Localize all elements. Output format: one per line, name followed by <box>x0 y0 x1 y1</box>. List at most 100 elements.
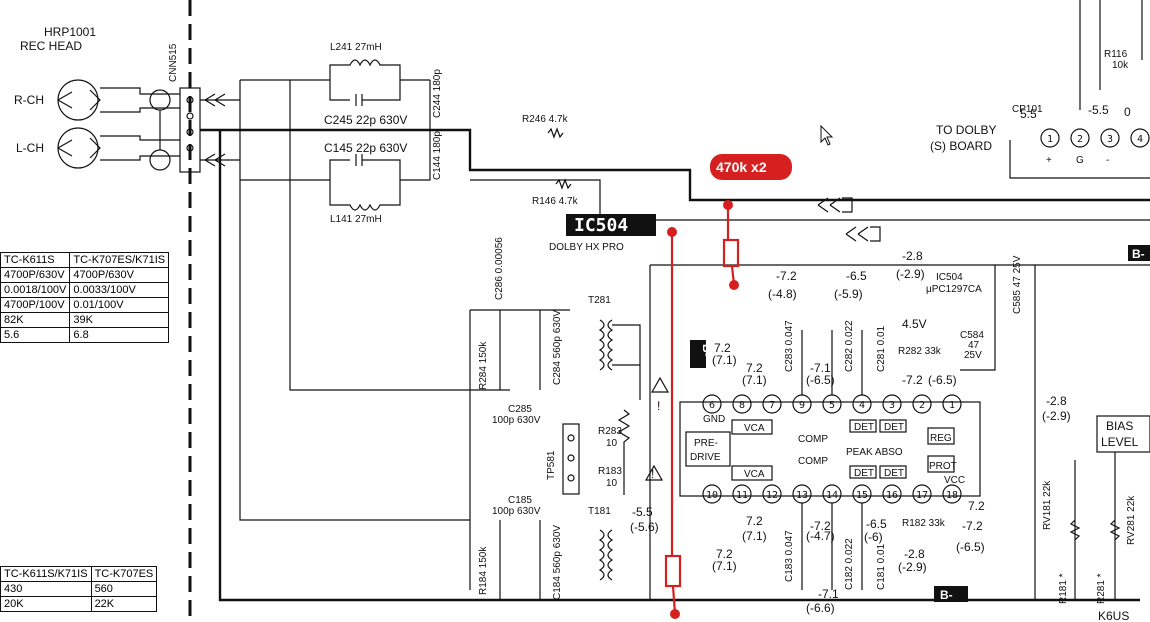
svg-text:4: 4 <box>1137 134 1143 145</box>
svg-text:GND: GND <box>703 414 725 425</box>
r246-label: R246 4.7k <box>522 114 569 125</box>
svg-text:(-4.8): (-4.8) <box>768 287 797 301</box>
svg-text:7.2: 7.2 <box>968 499 985 513</box>
l141-c145-network: C145 22p 630V C144 180p L141 27mH <box>324 130 443 225</box>
svg-text:DET: DET <box>884 422 904 433</box>
svg-text:10: 10 <box>606 438 618 449</box>
svg-text:9: 9 <box>799 400 805 411</box>
svg-text:μPC1297CA: μPC1297CA <box>926 284 982 295</box>
svg-text:-5.5: -5.5 <box>1088 103 1109 117</box>
svg-text:(-6.5): (-6.5) <box>806 373 835 387</box>
svg-text:-7.2: -7.2 <box>962 519 983 533</box>
svg-text:17: 17 <box>916 490 928 501</box>
svg-text:R183: R183 <box>598 466 622 477</box>
svg-text:R283: R283 <box>598 426 622 437</box>
annotation-label: 470k x2 <box>716 159 767 175</box>
svg-text:C282 0.022: C282 0.022 <box>844 320 855 372</box>
svg-text:DET: DET <box>884 468 904 479</box>
svg-text:BIAS: BIAS <box>1106 419 1133 433</box>
svg-text:3: 3 <box>889 400 895 411</box>
svg-text:DET: DET <box>854 422 874 433</box>
svg-text:-7.2: -7.2 <box>776 269 797 283</box>
svg-text:15: 15 <box>856 490 868 501</box>
svg-text:C284 560p 630V: C284 560p 630V <box>552 310 563 385</box>
svg-text:B-: B- <box>1132 247 1145 261</box>
svg-text:-5.5: -5.5 <box>632 505 653 519</box>
svg-text:C181 0.01: C181 0.01 <box>876 543 887 590</box>
t281-transformer: T281 <box>469 295 641 590</box>
svg-text:100p 630V: 100p 630V <box>492 506 541 517</box>
ic-subtitle: DOLBY HX PRO <box>549 242 624 253</box>
svg-text:7: 7 <box>769 400 775 411</box>
svg-text:G: G <box>1076 155 1084 166</box>
svg-text:B-: B- <box>700 344 714 357</box>
svg-text:2: 2 <box>919 400 925 411</box>
svg-text:7.2: 7.2 <box>746 361 763 375</box>
svg-text:VCC: VCC <box>944 475 965 486</box>
svg-text:C183 0.047: C183 0.047 <box>784 530 795 582</box>
rec-head: HRP1001 REC HEAD R-CH L-CH <box>14 25 180 171</box>
warning-icon <box>650 376 670 393</box>
svg-text:-2.8: -2.8 <box>904 547 925 561</box>
r-ch-label: R-CH <box>14 93 44 107</box>
svg-text:-2.8: -2.8 <box>902 249 923 263</box>
svg-text:-7.2: -7.2 <box>902 373 923 387</box>
svg-text:C585 47 25V: C585 47 25V <box>1012 255 1023 314</box>
svg-text:(-2.9): (-2.9) <box>896 267 925 281</box>
svg-text:(-6.5): (-6.5) <box>928 373 957 387</box>
svg-text:-: - <box>1106 155 1109 166</box>
svg-text:C584: C584 <box>960 330 984 341</box>
ic504-label-box <box>566 214 656 236</box>
svg-text:7.2: 7.2 <box>714 341 731 355</box>
svg-text:L141 27mH: L141 27mH <box>330 214 382 225</box>
svg-text:!: ! <box>657 399 660 413</box>
rec-head-title: HRP1001 <box>44 25 96 39</box>
svg-text:PROT: PROT <box>929 461 957 472</box>
svg-text:C283 0.047: C283 0.047 <box>784 320 795 372</box>
svg-text:(7.1): (7.1) <box>712 559 737 573</box>
svg-text:!: ! <box>651 467 654 481</box>
svg-text:(-6): (-6) <box>864 530 883 544</box>
svg-text:-7.1: -7.1 <box>818 587 839 601</box>
svg-text:(-6.5): (-6.5) <box>956 540 985 554</box>
svg-text:4: 4 <box>859 400 865 411</box>
svg-text:DET: DET <box>854 468 874 479</box>
svg-text:+: + <box>1046 155 1052 166</box>
svg-text:10: 10 <box>706 490 718 501</box>
svg-text:-6.5: -6.5 <box>846 269 867 283</box>
svg-text:C144 180p: C144 180p <box>432 131 443 180</box>
svg-text:RV281 22k: RV281 22k <box>1126 495 1137 545</box>
svg-text:R281 *: R281 * <box>1096 573 1107 604</box>
ic-bottom-pins: 10 11 12 13 14 15 16 17 18 <box>702 484 962 504</box>
cursor-icon <box>820 124 834 146</box>
svg-text:R184 150k: R184 150k <box>478 546 489 595</box>
svg-text:100p 630V: 100p 630V <box>492 415 541 426</box>
svg-text:8: 8 <box>739 400 745 411</box>
svg-text:R181 *: R181 * <box>1058 573 1069 604</box>
svg-text:DRIVE: DRIVE <box>690 452 721 463</box>
signal-arrow <box>200 93 240 107</box>
svg-text:-7.1: -7.1 <box>810 361 831 375</box>
svg-text:C244 180p: C244 180p <box>432 69 443 118</box>
ic504-label: IC504 <box>574 215 628 236</box>
svg-text:COMP: COMP <box>798 456 828 467</box>
svg-text:RV181 22k: RV181 22k <box>1042 480 1053 530</box>
svg-text:(S) BOARD: (S) BOARD <box>930 139 992 153</box>
svg-text:-2.8: -2.8 <box>1046 394 1067 408</box>
svg-text:T181: T181 <box>588 506 611 517</box>
table-header: TC-K611S/K71IS <box>0 566 92 582</box>
svg-text:7.2: 7.2 <box>746 514 763 528</box>
svg-text:(-5.9): (-5.9) <box>834 287 863 301</box>
ic-top-pins: 6 8 7 9 5 4 3 2 1 <box>702 394 962 414</box>
svg-text:(-5.6): (-5.6) <box>630 520 659 534</box>
svg-text:B-: B- <box>940 588 953 602</box>
svg-text:C285: C285 <box>508 404 532 415</box>
voltage-annotations: -7.2 (-4.8) -6.5 (-5.9) -2.8 (-2.9) 4.5V… <box>630 249 1071 615</box>
